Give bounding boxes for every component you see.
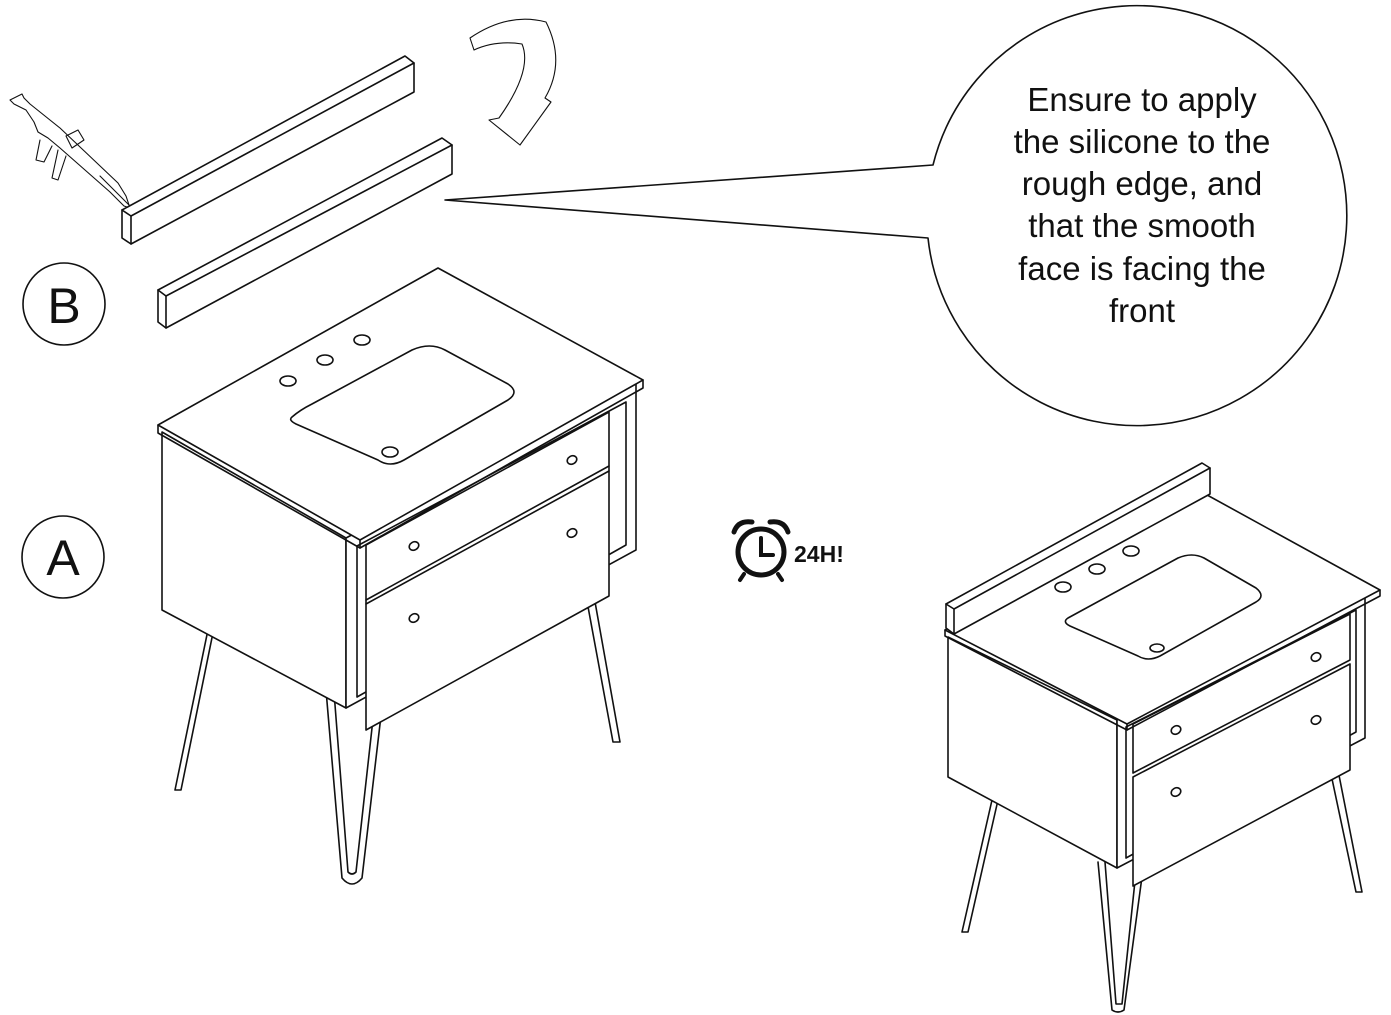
callout-line: the silicone to the <box>1014 123 1271 160</box>
part-label-a: A <box>21 515 105 599</box>
caulk-gun-icon <box>9 93 133 209</box>
flip-arrow-icon <box>469 18 557 146</box>
timer-label: 24H! <box>794 541 844 567</box>
vanity-assembled <box>944 462 1381 1013</box>
callout-line: face is facing the <box>1018 250 1266 287</box>
part-label-b-text: B <box>47 278 80 334</box>
part-label-a-text: A <box>46 530 80 586</box>
callout-line: that the smooth <box>1028 207 1255 244</box>
backsplash-piece-lower <box>157 137 453 329</box>
callout-line: front <box>1109 292 1175 329</box>
alarm-clock-icon <box>731 519 791 582</box>
backsplash-piece-upper <box>121 55 415 245</box>
vanity-cabinet-a <box>157 267 644 885</box>
callout-line: Ensure to apply <box>1027 81 1257 118</box>
callout-line: rough edge, and <box>1022 165 1262 202</box>
part-label-b: B <box>22 262 106 346</box>
callout-bubble: Ensure to apply the silicone to the roug… <box>444 4 1348 427</box>
